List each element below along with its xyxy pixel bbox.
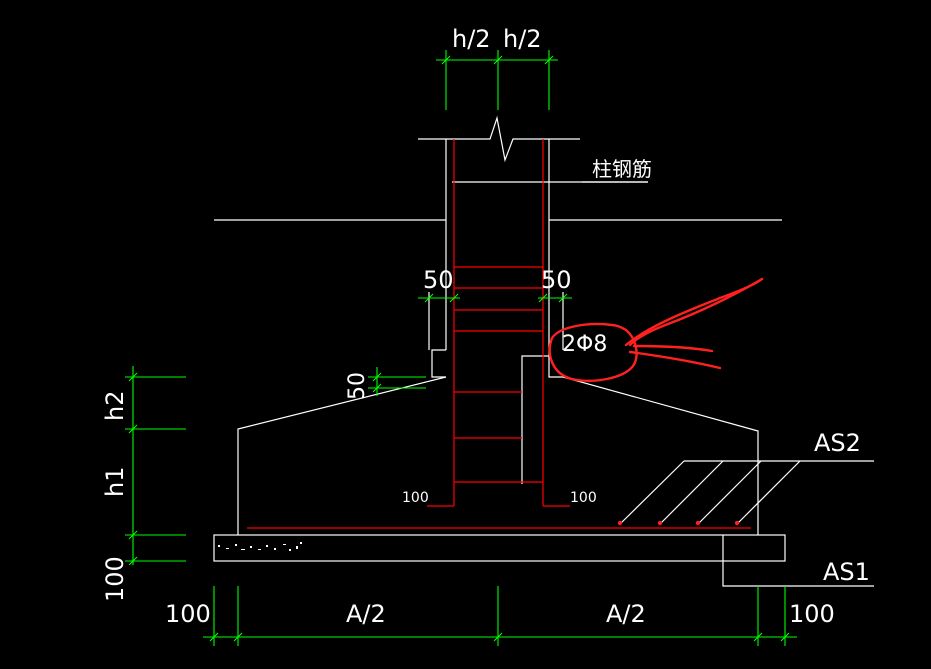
as2-label: AS2 bbox=[814, 429, 861, 457]
dim-bottom-right-100: 100 bbox=[789, 600, 835, 628]
column-rebar-label: 柱钢筋 bbox=[592, 157, 652, 181]
hand-annotation bbox=[548, 277, 764, 382]
dim-left-50: 50 bbox=[423, 266, 454, 294]
concrete-outline bbox=[213, 115, 874, 587]
stirrup-label: 2Φ8 bbox=[562, 332, 607, 357]
hook-left-label: 100 bbox=[402, 490, 429, 506]
dim-right-50: 50 bbox=[541, 266, 572, 294]
dim-side-50: 50 bbox=[345, 372, 370, 400]
hook-right-label: 100 bbox=[570, 490, 597, 506]
dim-a-half-left: A/2 bbox=[346, 600, 386, 628]
dim-top-right: h/2 bbox=[503, 25, 542, 53]
rebar-dots bbox=[617, 520, 740, 526]
cushion-hatch bbox=[218, 542, 302, 551]
dim-bottom-left-100: 100 bbox=[165, 600, 211, 628]
dim-h1: h1 bbox=[101, 467, 129, 497]
dim-base-100: 100 bbox=[101, 556, 129, 602]
dim-top-left: h/2 bbox=[452, 25, 491, 53]
as1-label: AS1 bbox=[823, 558, 870, 586]
dim-a-half-right: A/2 bbox=[606, 600, 646, 628]
dim-h2: h2 bbox=[101, 391, 129, 421]
dimension-lines bbox=[125, 50, 797, 646]
rebar bbox=[247, 139, 751, 529]
